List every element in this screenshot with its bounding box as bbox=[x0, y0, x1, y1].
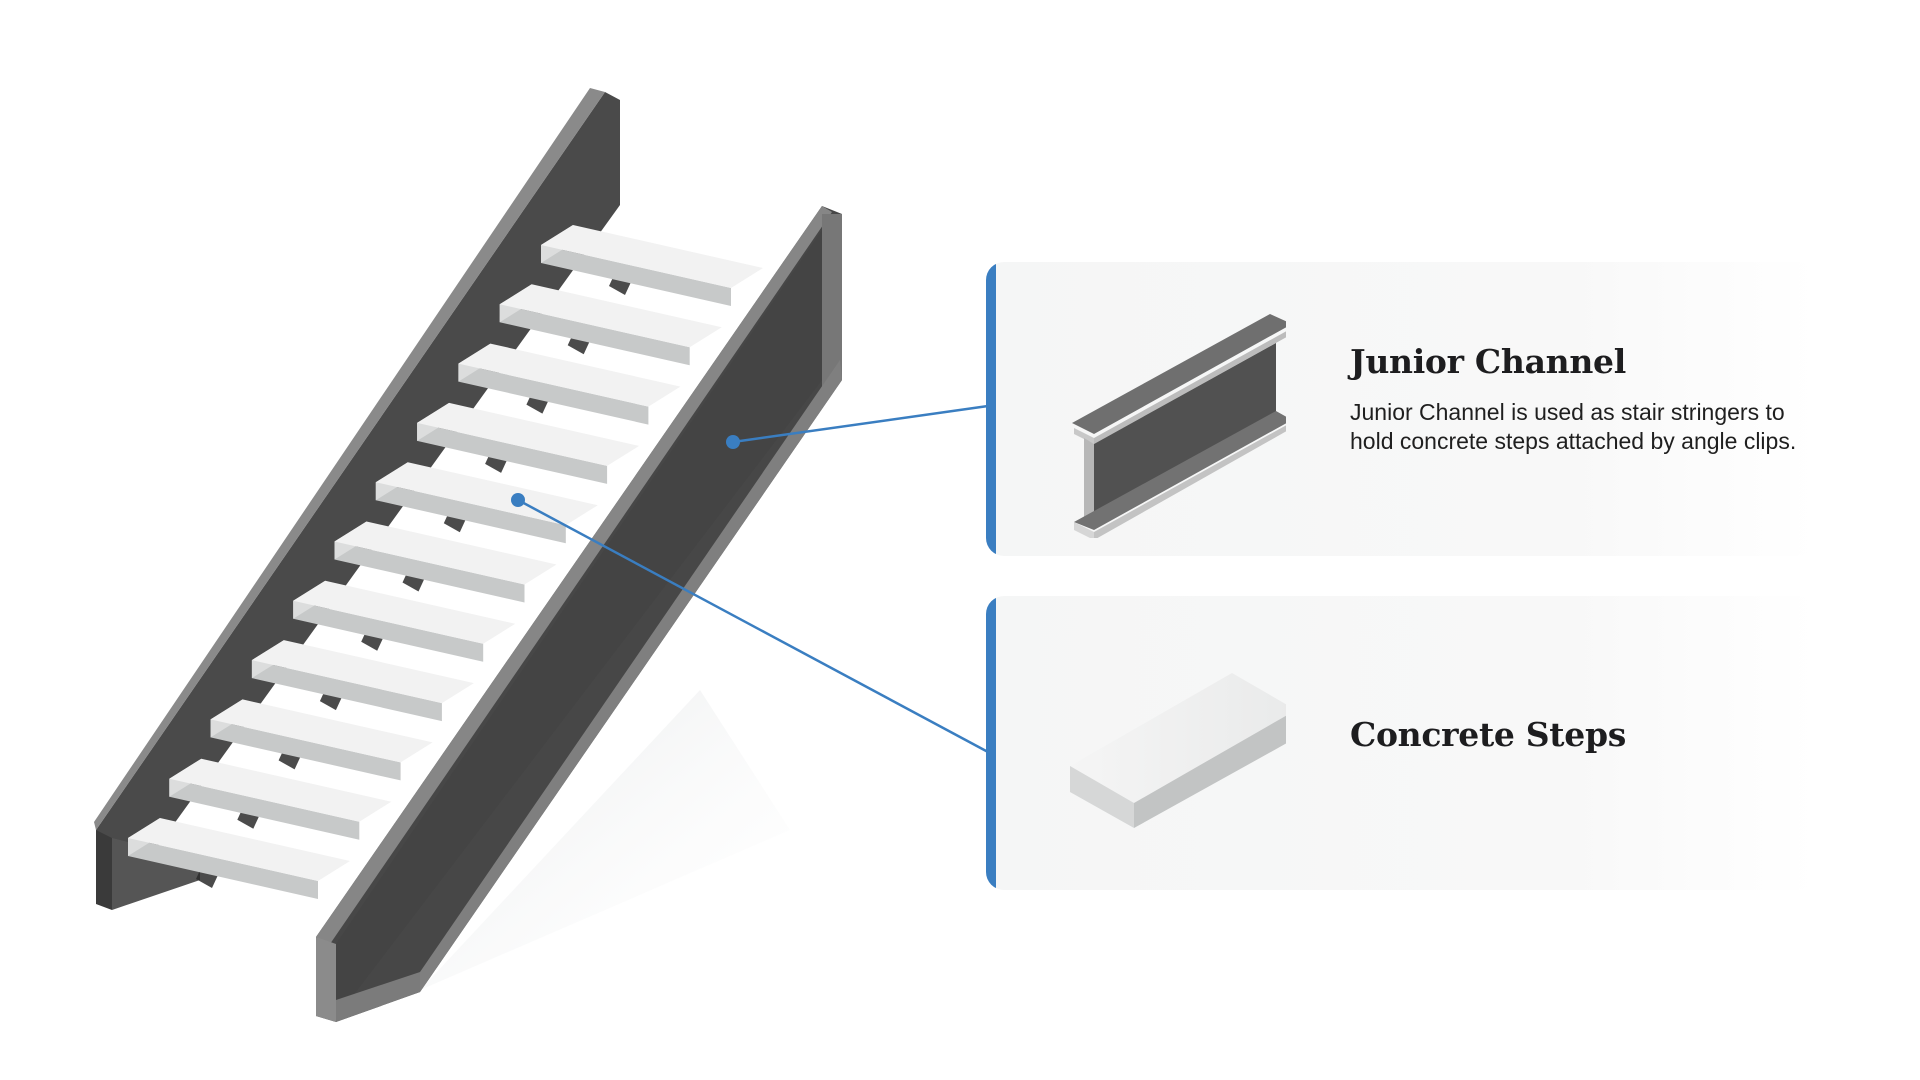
concrete-steps-card bbox=[986, 596, 1816, 890]
stair-step-front bbox=[334, 541, 525, 603]
concrete-steps-leader bbox=[517, 498, 989, 754]
stair-step bbox=[375, 462, 598, 544]
stair-step-top bbox=[541, 225, 763, 288]
stair-step bbox=[128, 818, 350, 899]
junior-channel-description: Junior Channel is used as stair stringer… bbox=[1350, 399, 1797, 454]
stair-step-front bbox=[251, 660, 442, 722]
stair-step-top bbox=[417, 402, 640, 466]
concrete-steps-dot bbox=[511, 493, 525, 507]
stair-step-front bbox=[375, 482, 566, 544]
stair-step-top bbox=[334, 521, 557, 585]
callout-leaders bbox=[511, 404, 989, 754]
concrete-steps-group bbox=[128, 225, 763, 899]
concrete-step-icon bbox=[1070, 673, 1286, 828]
stair-step bbox=[499, 284, 722, 366]
stair-step-front bbox=[293, 600, 484, 662]
junior-channel-title: Junior Channel bbox=[1350, 342, 1626, 381]
stair-step-front bbox=[417, 422, 608, 484]
stair-step-top bbox=[375, 462, 598, 526]
ground-shadow bbox=[420, 690, 790, 990]
stair-step-front bbox=[128, 838, 318, 899]
stair-step-top bbox=[251, 640, 474, 704]
junior-channel-leader bbox=[732, 404, 989, 444]
stair-step bbox=[251, 640, 474, 722]
stair-step-front bbox=[458, 363, 649, 425]
junior-channel-card bbox=[986, 262, 1816, 556]
stair-step bbox=[334, 521, 557, 603]
stair-step-front bbox=[210, 719, 401, 781]
stair-step-front bbox=[541, 245, 731, 306]
stair-step-top bbox=[458, 343, 681, 407]
stair-step-front bbox=[169, 778, 360, 840]
stair-step bbox=[458, 343, 681, 425]
stair-step bbox=[210, 699, 433, 781]
stair-step-front bbox=[499, 304, 690, 366]
junior-channel-dot bbox=[726, 435, 740, 449]
stair-step-top bbox=[210, 699, 433, 763]
stair-step bbox=[417, 402, 640, 484]
stair-step-top bbox=[128, 818, 350, 881]
concrete-steps-title: Concrete Steps bbox=[1350, 715, 1626, 754]
stair-step bbox=[169, 758, 392, 840]
stair-step-top bbox=[293, 580, 516, 644]
stair-step-top bbox=[499, 284, 722, 348]
stair-step-top bbox=[169, 758, 392, 822]
stair-step bbox=[293, 580, 516, 662]
stair-step bbox=[541, 225, 763, 306]
front-stringer bbox=[316, 206, 842, 1022]
junior-channel-icon bbox=[1072, 314, 1286, 538]
